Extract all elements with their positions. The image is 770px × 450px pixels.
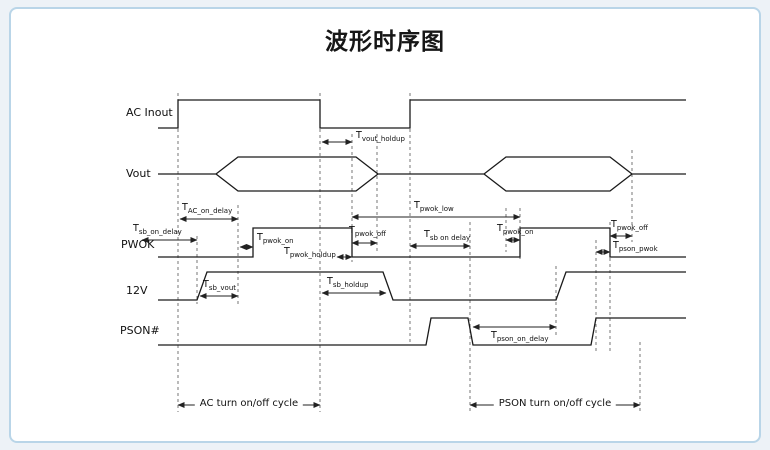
label-sub: pson_on_delay (496, 334, 549, 343)
label-sub: sb_vout (208, 283, 237, 292)
t-ac-on-delay-label: TAC_on_delay (182, 203, 232, 215)
label-main: T (349, 225, 355, 236)
label-main: T (133, 223, 139, 234)
label-sub: pwok_off (616, 223, 648, 232)
vout-waveform (158, 156, 686, 192)
pwok-waveform (158, 227, 686, 258)
label-main: T (284, 246, 290, 257)
label-sub: pwok_on (502, 227, 534, 236)
t-sb-holdup-label: Tsb_holdup (327, 277, 368, 289)
signal-label-pwok: PWOK (121, 238, 155, 251)
label-main: T (424, 229, 430, 240)
t-pwok-on-label-1: Tpwok_on (257, 233, 294, 245)
t-sb-vout-label: Tsb_vout (203, 280, 236, 292)
ac-cycle-label: AC turn on/off cycle (194, 398, 304, 409)
label-main: T (257, 232, 263, 243)
label-sub: sb_holdup (332, 280, 369, 289)
pson-waveform (158, 317, 686, 346)
label-sub: pwok_on (262, 236, 294, 245)
t-pwok-off-label-1: Tpwok_off (349, 226, 386, 238)
label-main: T (203, 279, 209, 290)
label-sub: vout_holdup (361, 134, 405, 143)
diagram-card (9, 7, 761, 443)
waveforms (158, 99, 686, 346)
label-main: T (611, 219, 617, 230)
label-sub: pson_pwok (618, 244, 658, 253)
t-pwok-holdup-label: Tpwok_holdup (284, 247, 336, 259)
label-main: T (182, 202, 188, 213)
signal-label-vout: Vout (126, 167, 151, 180)
label-main: T (327, 276, 333, 287)
label-main: T (497, 223, 503, 234)
label-sub: AC_on_delay (187, 206, 233, 215)
t-pwok-off-label-2: Tpwok_off (611, 220, 648, 232)
ac-input-waveform (158, 99, 686, 129)
label-sub: pwok_holdup (289, 250, 336, 259)
pson-cycle-label: PSON turn on/off cycle (493, 398, 617, 409)
t-pson-pwok-label: Tpson_pwok (613, 241, 658, 253)
t-sb-on-delay-label: Tsb_on_delay (133, 224, 182, 236)
label-sub: pwok_low (419, 204, 454, 213)
signal-label-12v: 12V (126, 284, 148, 297)
t-vout-holdup-label: Tvout_holdup (356, 131, 405, 143)
label-main: T (491, 330, 497, 341)
diagram-title: 波形时序图 (325, 29, 445, 55)
signal-label-pson: PSON# (120, 324, 160, 337)
label-main: T (613, 240, 619, 251)
label-main: T (414, 200, 420, 211)
label-main: T (356, 130, 362, 141)
dashed-guides (177, 93, 641, 412)
t-pwok-low-label: Tpwok_low (414, 201, 454, 213)
t-pson-on-delay-label: Tpson_on_delay (491, 331, 548, 343)
signal-label-ac-input: AC Inout (126, 106, 173, 119)
label-sub: sb on delay (429, 233, 471, 242)
label-sub: pwok_off (354, 229, 386, 238)
label-sub: sb_on_delay (138, 227, 182, 236)
12v-waveform (158, 271, 686, 301)
t-pwok-on-label-2: Tpwok_on (497, 224, 534, 236)
t-sb-on-delay-label-2: Tsb on delay (424, 230, 470, 242)
